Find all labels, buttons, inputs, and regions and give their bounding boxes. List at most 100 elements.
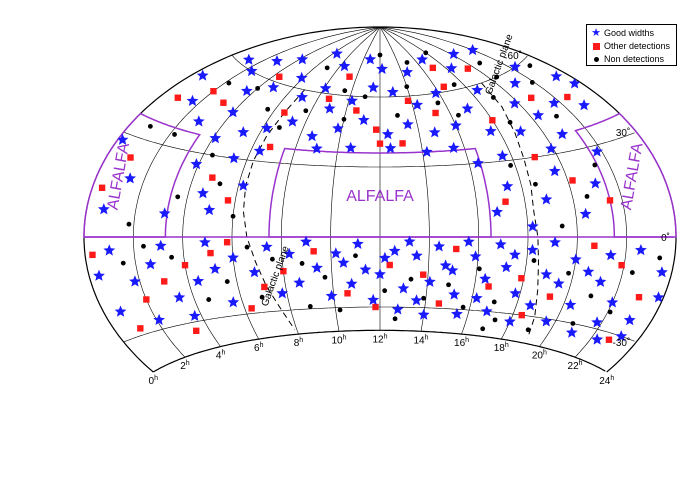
good-width-star-point bbox=[403, 235, 416, 247]
good-width-star-point bbox=[296, 53, 309, 65]
good-width-star-point bbox=[548, 96, 561, 108]
other-detection-square-point bbox=[618, 262, 625, 269]
good-width-star-point bbox=[199, 236, 211, 248]
good-width-star-point bbox=[260, 122, 273, 134]
good-width-star-point bbox=[124, 172, 136, 184]
ra-tick-label: 0h bbox=[149, 375, 159, 387]
good-width-star-point bbox=[386, 85, 399, 98]
good-width-star-point bbox=[514, 125, 527, 137]
good-width-star-point bbox=[469, 250, 482, 262]
good-width-star-point bbox=[591, 333, 604, 345]
non-detection-dot-point bbox=[435, 100, 441, 106]
non-detection-dot-point bbox=[508, 163, 513, 168]
good-width-star-point bbox=[359, 263, 372, 275]
alfalfa-region-box bbox=[83, 112, 201, 238]
good-width-star-point bbox=[346, 94, 358, 106]
dec-parallel bbox=[123, 131, 635, 168]
non-detection-dot-point bbox=[404, 60, 410, 65]
other-detection-square-point bbox=[209, 174, 216, 181]
good-width-star-point bbox=[509, 60, 521, 72]
good-width-star-point bbox=[410, 249, 423, 261]
square-icon bbox=[591, 40, 601, 52]
other-detection-square-point bbox=[344, 290, 351, 297]
non-detection-dot-point bbox=[342, 88, 348, 94]
non-detection-dot-point bbox=[217, 181, 223, 187]
other-detection-square-point bbox=[546, 293, 554, 300]
good-width-star-point bbox=[114, 305, 127, 317]
other-detection-square-point bbox=[127, 154, 134, 161]
other-detection-square-point bbox=[193, 327, 200, 335]
good-width-star-point bbox=[430, 87, 442, 99]
non-detection-dot-point bbox=[491, 299, 497, 305]
good-width-star-point bbox=[552, 277, 565, 289]
non-detection-dot-point bbox=[210, 152, 215, 158]
good-width-star-point bbox=[391, 303, 404, 315]
good-width-star-point bbox=[594, 275, 607, 287]
other-detection-square-point bbox=[280, 267, 287, 275]
good-width-star-point bbox=[228, 152, 240, 164]
non-detection-dot-point bbox=[423, 50, 429, 56]
other-detection-square-point bbox=[372, 303, 379, 311]
non-detection-dot-point bbox=[224, 279, 230, 284]
other-detection-square-point bbox=[89, 251, 96, 259]
non-detection-dot-point bbox=[476, 266, 482, 272]
other-detection-square-point bbox=[518, 275, 525, 282]
non-detection-dot-point bbox=[226, 80, 232, 86]
other-detection-square-point bbox=[210, 88, 217, 95]
good-width-star-point bbox=[471, 83, 484, 96]
non-detection-dot-point bbox=[255, 85, 261, 91]
good-width-star-point bbox=[319, 82, 332, 94]
other-detection-square-point bbox=[248, 305, 255, 312]
other-detection-square-point bbox=[432, 109, 439, 117]
other-detection-square-point bbox=[223, 239, 231, 246]
good-width-star-point bbox=[344, 141, 357, 153]
dec-tick-label: -30˚ bbox=[613, 337, 631, 349]
ra-meridian bbox=[281, 26, 381, 335]
ra-tick-label: 4h bbox=[216, 350, 226, 362]
ra-tick-label: 6h bbox=[254, 342, 264, 354]
ra-tick-label: 20h bbox=[532, 350, 547, 362]
good-width-star-point bbox=[635, 244, 647, 256]
good-width-star-point bbox=[472, 157, 484, 169]
good-width-star-point bbox=[417, 308, 430, 320]
data-points bbox=[89, 43, 668, 345]
ra-tick-label: 10h bbox=[332, 334, 347, 346]
good-width-star-point bbox=[449, 119, 462, 131]
good-width-star-point bbox=[192, 115, 205, 127]
non-detection-dot-point bbox=[404, 84, 410, 90]
non-detection-dot-point bbox=[277, 125, 282, 130]
non-detection-dot-point bbox=[507, 119, 513, 125]
non-detection-dot-point bbox=[303, 108, 309, 114]
galactic-plane-line bbox=[242, 89, 305, 330]
good-width-star-point bbox=[484, 125, 497, 137]
dot-icon bbox=[591, 53, 601, 65]
good-width-star-point bbox=[428, 126, 441, 138]
non-detection-dot-point bbox=[341, 116, 347, 122]
good-width-star-point bbox=[295, 71, 308, 83]
good-width-star-point bbox=[501, 180, 514, 192]
dec-tick-label: 30˚ bbox=[616, 127, 630, 139]
good-width-star-point bbox=[153, 313, 165, 325]
non-detection-dot-point bbox=[527, 63, 533, 69]
alfalfa-regions bbox=[83, 112, 677, 238]
non-detection-dot-point bbox=[377, 52, 383, 58]
other-detection-square-point bbox=[435, 300, 443, 307]
other-detection-square-point bbox=[220, 99, 227, 106]
good-width-star-point bbox=[173, 291, 186, 303]
non-detection-dot-point bbox=[490, 95, 496, 100]
ra-meridian bbox=[379, 26, 578, 347]
other-detection-square-point bbox=[261, 283, 268, 291]
good-width-star-point bbox=[276, 287, 289, 299]
good-width-star-point bbox=[545, 142, 557, 154]
non-detection-dot-point bbox=[244, 244, 250, 250]
other-detection-square-point bbox=[161, 278, 168, 285]
ra-meridian bbox=[330, 26, 381, 332]
non-detection-dot-point bbox=[353, 253, 358, 259]
non-detection-dot-point bbox=[480, 326, 486, 332]
good-width-star-point bbox=[591, 316, 603, 328]
non-detection-dot-point bbox=[456, 112, 461, 118]
good-width-star-point bbox=[433, 240, 445, 252]
good-width-star-point bbox=[397, 282, 410, 294]
good-width-star-point bbox=[245, 64, 258, 77]
ra-tick-label: 2h bbox=[180, 360, 190, 372]
